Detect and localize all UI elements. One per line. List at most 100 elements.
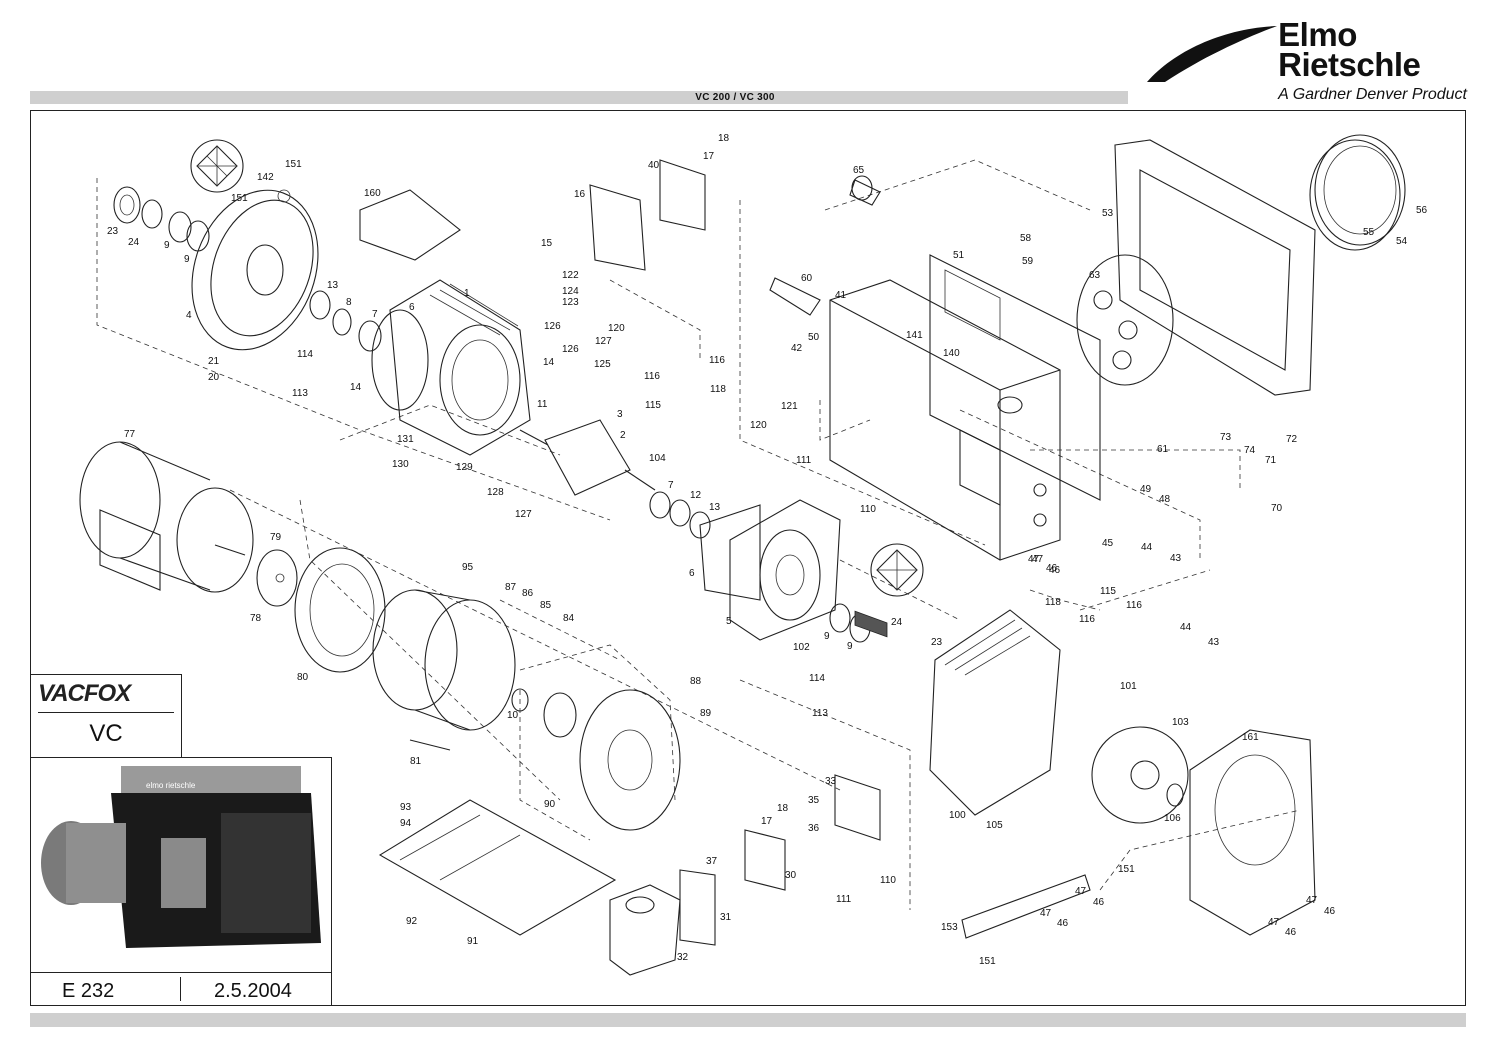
part-label-p88: 88 <box>690 676 702 687</box>
part-label-p79: 79 <box>270 532 282 543</box>
part-label-p127a: 127 <box>595 336 612 347</box>
part-label-p115a: 115 <box>645 400 661 411</box>
part-label-p53: 53 <box>1102 208 1114 219</box>
part-label-p51: 51 <box>953 250 965 261</box>
part-label-p47b: 47 <box>1075 886 1087 897</box>
part-label-p89: 89 <box>700 708 712 719</box>
part-label-p116d: 116 <box>1079 614 1095 625</box>
part-label-p126a: 126 <box>544 321 561 332</box>
part-label-p6b: 6 <box>689 568 695 579</box>
part-label-p87: 87 <box>505 582 517 593</box>
part-label-p92: 92 <box>406 916 418 927</box>
part-label-p14b: 14 <box>543 357 555 368</box>
part-41-housing <box>829 279 1061 638</box>
part-90-fan <box>543 689 681 831</box>
vacfox-logo: VACFOX <box>38 680 131 707</box>
part-label-p118a: 118 <box>710 384 726 395</box>
part-label-p8: 8 <box>346 297 352 308</box>
drawing-title: VC 200 / VC 300 <box>695 92 775 103</box>
part-label-p131: 131 <box>397 434 414 445</box>
part-label-p7b: 7 <box>668 480 674 491</box>
model-name: VC <box>89 720 123 747</box>
part-16-valve-block <box>589 184 646 271</box>
pump-photo-illustration: elmo rietschle <box>41 766 321 948</box>
part-label-p46d: 46 <box>1324 906 1336 917</box>
part-60-cylinder <box>769 277 821 316</box>
part-label-p72: 72 <box>1286 434 1298 445</box>
part-label-p94: 94 <box>400 818 412 829</box>
part-label-p91: 91 <box>467 936 479 947</box>
part-63-endcap <box>1076 254 1174 386</box>
part-label-p47a: 47 <box>1028 554 1040 565</box>
drawing-frame <box>30 110 1466 1006</box>
part-81-lantern <box>372 589 516 751</box>
part-label-p65: 65 <box>853 165 865 176</box>
part-label-p74: 74 <box>1244 445 1256 456</box>
part-label-p142: 142 <box>257 172 274 183</box>
part-2-rotor <box>519 419 656 496</box>
part-label-p46c: 46 <box>1057 918 1069 929</box>
part-label-p106: 106 <box>1164 813 1181 824</box>
part-label-p14a: 14 <box>350 382 362 393</box>
part-label-p1: 1 <box>464 288 470 299</box>
part-label-p128: 128 <box>487 487 504 498</box>
part-5-cover <box>699 499 841 641</box>
part-label-p42: 42 <box>791 343 803 354</box>
part-label-p78: 78 <box>250 613 262 624</box>
brand-swoosh-icon <box>1147 26 1277 82</box>
document-code: E 232 <box>62 980 115 1002</box>
part-label-p114b: 114 <box>809 673 825 684</box>
part-label-p24b: 24 <box>891 617 903 628</box>
part-label-p122: 122 <box>562 270 579 281</box>
product-photo: elmo rietschle <box>31 757 332 974</box>
part-label-p47f: 47 <box>1032 554 1044 565</box>
part-label-p2: 2 <box>620 430 626 441</box>
part-32-block <box>609 884 681 976</box>
part-160-hood <box>359 189 461 261</box>
part-label-p140: 140 <box>943 348 960 359</box>
part-label-p151a: 151 <box>285 159 302 170</box>
part-label-p151b: 151 <box>231 193 248 204</box>
part-label-p21: 21 <box>208 356 220 367</box>
part-label-p80: 80 <box>297 672 309 683</box>
part-label-p40: 40 <box>648 160 660 171</box>
part-label-p127b: 127 <box>515 509 532 520</box>
part-31-filter <box>679 869 716 946</box>
part-label-p23b: 23 <box>931 637 943 648</box>
part-label-p118b: 118 <box>1045 597 1061 608</box>
part-label-p7a: 7 <box>372 309 378 320</box>
part-label-p5: 5 <box>726 616 732 627</box>
part-label-p17b: 17 <box>761 816 773 827</box>
part-label-p90: 90 <box>544 799 556 810</box>
part-label-p11: 11 <box>537 399 548 410</box>
part-label-p63: 63 <box>1089 270 1101 281</box>
part-label-p116c: 116 <box>1126 600 1142 611</box>
warning-symbol-icon <box>190 139 244 193</box>
part-label-p30: 30 <box>785 870 797 881</box>
part-label-p13a: 13 <box>327 280 339 291</box>
part-label-p93: 93 <box>400 802 412 813</box>
part-label-p59: 59 <box>1022 256 1034 267</box>
footer-divider <box>180 977 181 1001</box>
part-label-p102: 102 <box>793 642 810 653</box>
part-label-p33: 33 <box>825 776 837 787</box>
part-label-p55: 55 <box>1363 227 1375 238</box>
part-78-coupling <box>256 549 298 607</box>
part-label-p56: 56 <box>1416 205 1428 216</box>
part-label-p101: 101 <box>1120 681 1137 692</box>
part-label-p151c: 151 <box>1118 864 1135 875</box>
part-label-p36: 36 <box>808 823 820 834</box>
part-label-p161: 161 <box>1242 732 1259 743</box>
part-label-p3: 3 <box>617 409 623 420</box>
part-label-p70: 70 <box>1271 503 1283 514</box>
part-label-p141: 141 <box>906 330 923 341</box>
brand-logo: Elmo Rietschle A Gardner Denver Product <box>1278 18 1467 104</box>
rings-group <box>309 290 1184 807</box>
assembly-lines <box>96 159 1301 910</box>
part-label-p105: 105 <box>986 820 1003 831</box>
part-label-p10: 10 <box>507 710 519 721</box>
part-100-cooler <box>929 609 1061 816</box>
part-77-motor <box>79 441 254 593</box>
part-label-p20: 20 <box>208 372 220 383</box>
part-label-p47d: 47 <box>1306 895 1318 906</box>
